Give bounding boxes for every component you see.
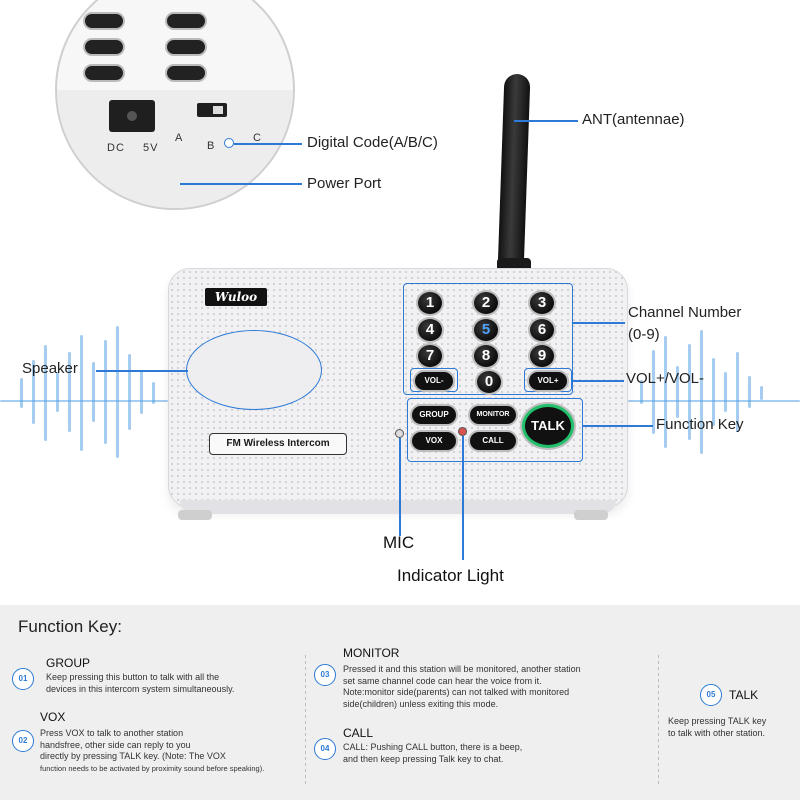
key-7[interactable]: 7 [416,343,444,369]
digital-code-switch [197,103,227,117]
call-button[interactable]: CALL [468,430,518,452]
model-label: FM Wireless Intercom [209,433,347,455]
function-key-section [0,605,800,800]
badge-01: 01 [12,668,34,690]
badge-04: 04 [314,738,336,760]
fk-vox-desc: Press VOX to talk to another station han… [40,728,265,773]
callout-power-port: Power Port [307,175,382,192]
callout-digital-code: Digital Code(A/B/C) [307,134,438,151]
callout-antenna: ANT(antennae) [582,111,685,128]
back-panel-zoom-inset: DC 5V A B C [55,0,295,210]
callout-channel-number: Channel Number [628,304,742,321]
monitor-button[interactable]: MONITOR [468,404,518,426]
mic-hole [395,429,404,438]
fk-call-desc: CALL: Pushing CALL button, there is a be… [343,742,523,764]
group-button[interactable]: GROUP [410,404,458,426]
key-4[interactable]: 4 [416,317,444,343]
key-3[interactable]: 3 [528,290,556,316]
key-0[interactable]: 0 [475,369,503,395]
callout-mic: MIC [383,533,415,552]
fk-call-name: CALL [343,726,374,740]
key-2[interactable]: 2 [472,290,500,316]
badge-05: 05 [700,684,722,706]
badge-02: 02 [12,730,34,752]
fk-talk-name: TALK [729,688,759,702]
callout-channel-range: (0-9) [628,326,660,343]
antenna [497,73,531,275]
callout-function-key: Function Key [656,416,744,433]
fk-group-name: GROUP [46,656,91,670]
code-b-label: B [207,140,216,152]
fk-talk-desc: Keep pressing TALK key to talk with othe… [668,716,767,738]
key-6[interactable]: 6 [528,317,556,343]
function-key-title: Function Key: [18,617,122,636]
callout-indicator-light: Indicator Light [397,566,504,585]
key-5[interactable]: 5 [472,317,500,343]
code-c-label: C [253,132,262,144]
fk-vox-name: VOX [40,710,66,724]
fk-group-desc: Keep pressing this button to talk with a… [46,672,235,694]
vox-button[interactable]: VOX [410,430,458,452]
key-9[interactable]: 9 [528,343,556,369]
callout-speaker: Speaker [22,360,78,377]
power-port [109,100,155,132]
vol-plus-button[interactable]: VOL+ [527,370,569,392]
vol-minus-button[interactable]: VOL- [413,370,455,392]
dc-label: DC [107,142,125,154]
key-1[interactable]: 1 [416,290,444,316]
brand-logo: Wuloo [205,288,267,306]
indicator-light [458,427,467,436]
function-key-frame [407,398,583,462]
callout-vol: VOL+/VOL- [626,370,704,387]
talk-button[interactable]: TALK [522,404,574,448]
badge-03: 03 [314,664,336,686]
speaker-grille [186,330,322,410]
fk-monitor-desc: Pressed it and this station will be moni… [343,664,581,709]
code-a-label: A [175,132,184,144]
5v-label: 5V [143,142,159,154]
fk-monitor-name: MONITOR [343,646,400,660]
key-8[interactable]: 8 [472,343,500,369]
